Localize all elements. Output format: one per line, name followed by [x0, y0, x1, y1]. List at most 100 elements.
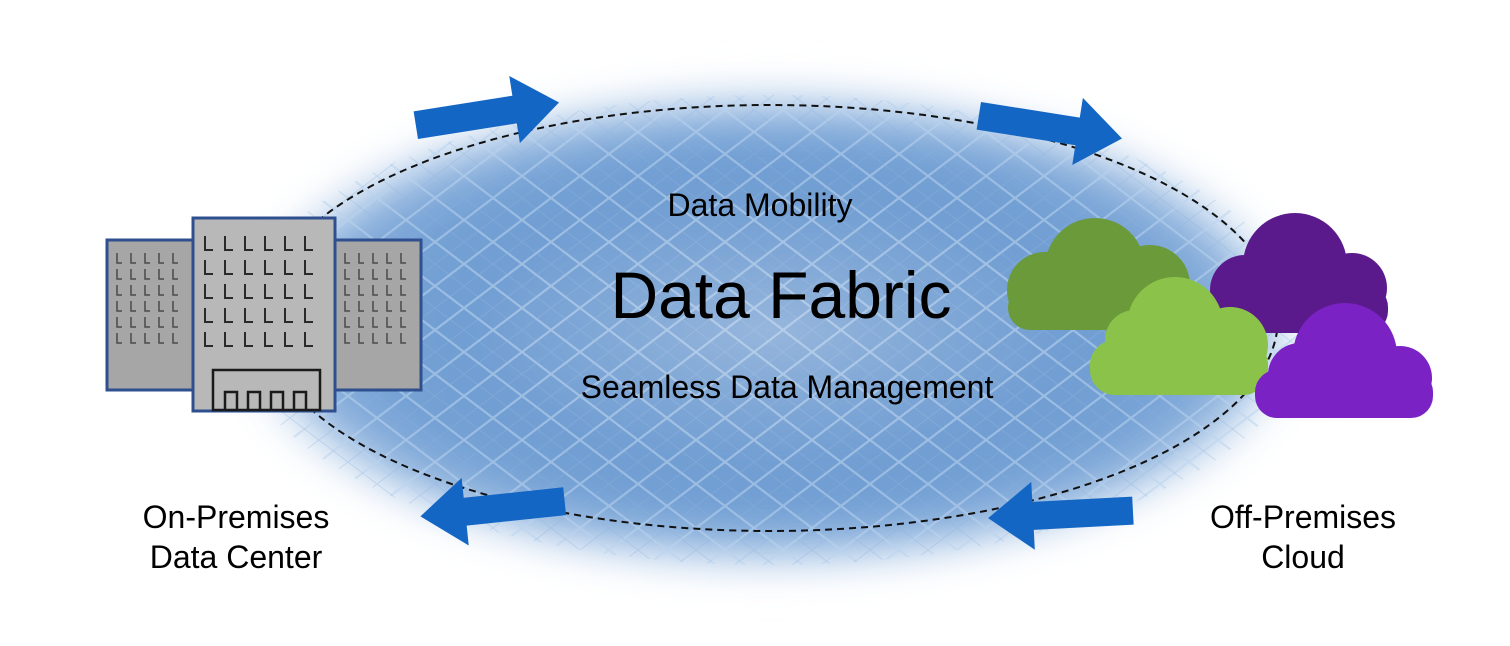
arrow-left-icon — [988, 481, 1134, 550]
building-window — [386, 317, 392, 328]
building-window — [244, 236, 253, 251]
building-window — [386, 269, 392, 280]
building-window — [344, 317, 350, 328]
building-window — [130, 317, 136, 328]
building-window — [224, 332, 233, 347]
building-window — [358, 285, 364, 296]
building-window — [244, 260, 253, 275]
building-window — [244, 308, 253, 323]
building-window — [158, 285, 164, 296]
building-window — [344, 301, 350, 312]
building-window — [130, 269, 136, 280]
building-window — [264, 284, 273, 299]
building-window — [130, 301, 136, 312]
building-window — [386, 301, 392, 312]
building-window — [400, 301, 406, 312]
building-window — [204, 236, 213, 251]
building-window — [400, 317, 406, 328]
building-window — [264, 260, 273, 275]
cloud-light-green — [1090, 277, 1268, 395]
building-window — [172, 285, 178, 296]
building-window — [358, 317, 364, 328]
building-window — [400, 333, 406, 344]
building-window — [158, 269, 164, 280]
seamless-data-management-label: Seamless Data Management — [581, 369, 994, 405]
building-window — [400, 269, 406, 280]
arrow-left-icon — [420, 477, 567, 546]
on-premises-label-line2: Data Center — [150, 539, 323, 575]
building-window — [158, 317, 164, 328]
building-window — [172, 301, 178, 312]
building-window — [144, 333, 150, 344]
building-window — [244, 284, 253, 299]
on-premises-label-line1: On-Premises — [143, 499, 330, 535]
building-window — [358, 269, 364, 280]
building-window — [144, 301, 150, 312]
building-window — [358, 333, 364, 344]
building-window — [284, 236, 293, 251]
building-window — [144, 317, 150, 328]
building-window — [264, 332, 273, 347]
building-window — [204, 308, 213, 323]
building-window — [304, 236, 313, 251]
building-window — [264, 236, 273, 251]
data-center-building-icon — [105, 216, 423, 413]
building-window — [304, 260, 313, 275]
building-window — [372, 333, 378, 344]
building-window — [204, 260, 213, 275]
building-window — [400, 253, 406, 264]
building-window — [284, 260, 293, 275]
building-window — [144, 253, 150, 264]
arrow-right-icon — [413, 75, 560, 144]
building-window — [116, 333, 122, 344]
building-window — [358, 301, 364, 312]
building-window — [284, 308, 293, 323]
building-window — [172, 253, 178, 264]
building-window — [344, 253, 350, 264]
building-window — [144, 285, 150, 296]
data-mobility-label: Data Mobility — [668, 187, 853, 223]
building-window — [158, 253, 164, 264]
building-window — [304, 332, 313, 347]
data-fabric-title: Data Fabric — [610, 258, 951, 332]
arrow-right-icon — [976, 97, 1123, 166]
building-window — [224, 236, 233, 251]
building-window — [304, 284, 313, 299]
building-window — [372, 301, 378, 312]
building-window — [204, 332, 213, 347]
building-window — [116, 301, 122, 312]
building-window — [386, 285, 392, 296]
building-window — [172, 333, 178, 344]
building-window — [224, 284, 233, 299]
building-window — [372, 285, 378, 296]
building-window — [204, 284, 213, 299]
off-premises-label-line2: Cloud — [1261, 539, 1345, 575]
building-window — [284, 332, 293, 347]
building-window — [172, 317, 178, 328]
building-window — [224, 308, 233, 323]
building-window — [344, 285, 350, 296]
building-window — [386, 333, 392, 344]
building-window — [144, 269, 150, 280]
building-window — [264, 308, 273, 323]
building-window — [172, 269, 178, 280]
building-window — [372, 317, 378, 328]
building-window — [130, 253, 136, 264]
building-window — [130, 285, 136, 296]
building-window — [116, 285, 122, 296]
off-premises-label-line1: Off-Premises — [1210, 499, 1396, 535]
building-window — [304, 308, 313, 323]
building-window — [116, 253, 122, 264]
cloud-purple — [1255, 303, 1433, 418]
building-window — [284, 284, 293, 299]
building-window — [386, 253, 392, 264]
building-window — [372, 253, 378, 264]
building-window — [344, 333, 350, 344]
building-window — [130, 333, 136, 344]
building-window — [244, 332, 253, 347]
building-window — [158, 301, 164, 312]
building-window — [116, 269, 122, 280]
cloud-cluster-icon — [1007, 213, 1433, 418]
building-window — [358, 253, 364, 264]
